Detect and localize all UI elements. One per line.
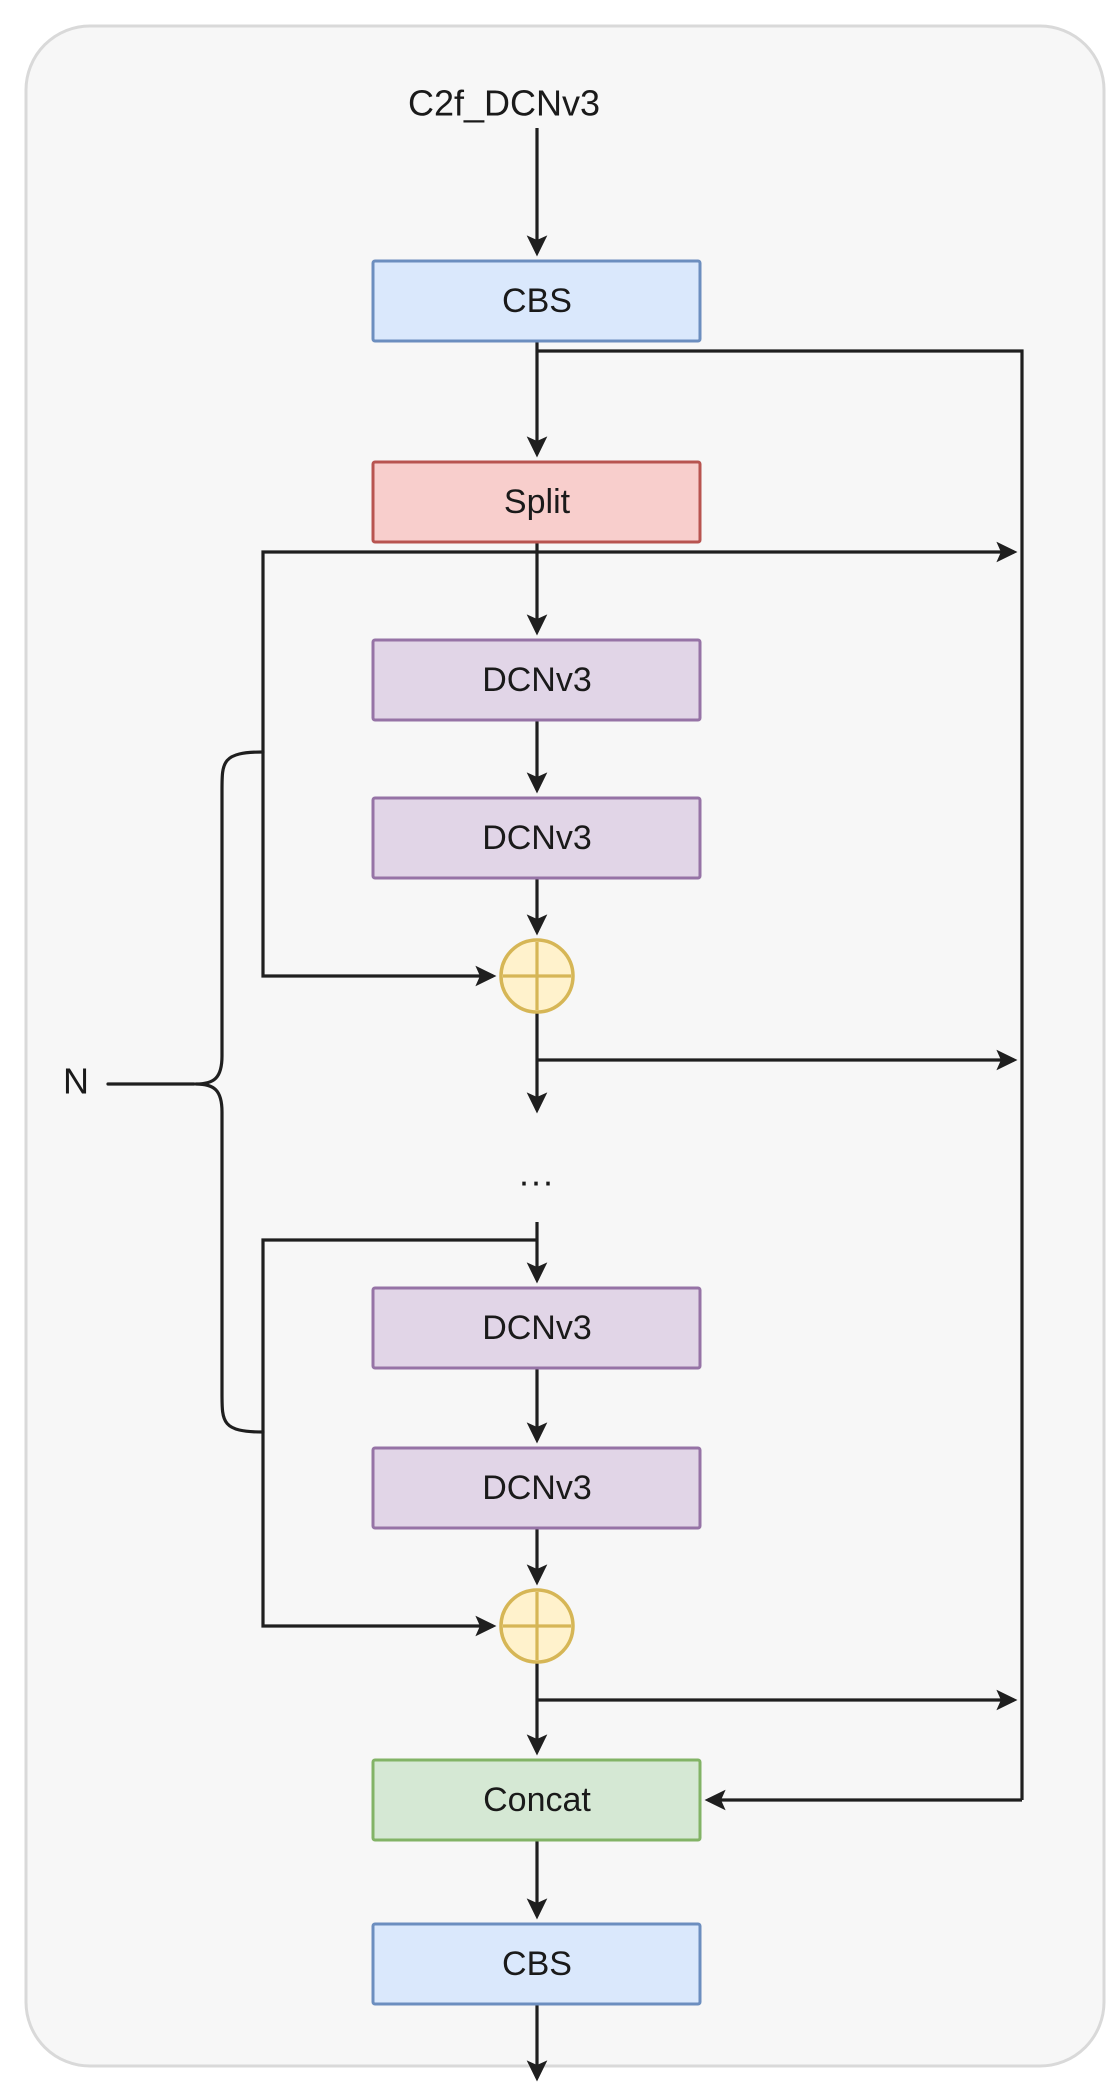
node-group: CBS Split DCNv3 DCNv3 bbox=[371, 259, 702, 2006]
plus-icon bbox=[503, 942, 571, 1010]
node-concat[interactable]: Concat bbox=[371, 1758, 702, 1842]
node-dcnv3-2-box[interactable] bbox=[371, 796, 702, 880]
node-dcnv3-4[interactable]: DCNv3 bbox=[371, 1446, 702, 1530]
repeat-brace bbox=[194, 750, 265, 1434]
node-dcnv3-1-label: DCNv3 bbox=[482, 661, 592, 699]
node-split-label: Split bbox=[504, 483, 571, 521]
node-cbs-bottom[interactable]: CBS bbox=[371, 1922, 702, 2006]
diagram-panel bbox=[24, 24, 1106, 2068]
node-split-box[interactable] bbox=[371, 460, 702, 544]
node-dcnv3-1-box[interactable] bbox=[371, 638, 702, 722]
edge-split-bypass-to-add-1 bbox=[261, 550, 537, 987]
node-dcnv3-3[interactable]: DCNv3 bbox=[371, 1286, 702, 1370]
node-dcnv3-3-box[interactable] bbox=[371, 1286, 702, 1370]
plus-icon bbox=[503, 1592, 571, 1660]
node-concat-box[interactable] bbox=[371, 1758, 702, 1842]
edge-group bbox=[261, 128, 1024, 2082]
edge-cbs-top-skip-to-bus bbox=[537, 349, 1024, 1800]
node-dcnv3-3-label: DCNv3 bbox=[482, 1309, 592, 1347]
node-dcnv3-4-box[interactable] bbox=[371, 1446, 702, 1530]
node-cbs-top[interactable]: CBS bbox=[371, 259, 702, 343]
ellipsis-label: ... bbox=[519, 1153, 555, 1194]
node-residual-add-1[interactable] bbox=[499, 938, 575, 1014]
node-dcnv3-2-label: DCNv3 bbox=[482, 819, 592, 857]
node-concat-label: Concat bbox=[483, 1781, 591, 1819]
node-cbs-top-label: CBS bbox=[502, 282, 572, 320]
node-cbs-top-box[interactable] bbox=[371, 259, 702, 343]
diagram-title: C2f_DCNv3 bbox=[408, 83, 600, 124]
node-residual-add-2[interactable] bbox=[499, 1588, 575, 1664]
node-cbs-bottom-label: CBS bbox=[502, 1945, 572, 1983]
node-dcnv3-1[interactable]: DCNv3 bbox=[371, 638, 702, 722]
repeat-count-label: N bbox=[63, 1061, 89, 1102]
node-split[interactable]: Split bbox=[371, 460, 702, 544]
repeat-brace-group: N bbox=[63, 750, 265, 1434]
node-cbs-bottom-box[interactable] bbox=[371, 1922, 702, 2006]
node-dcnv3-4-label: DCNv3 bbox=[482, 1469, 592, 1507]
node-dcnv3-2[interactable]: DCNv3 bbox=[371, 796, 702, 880]
